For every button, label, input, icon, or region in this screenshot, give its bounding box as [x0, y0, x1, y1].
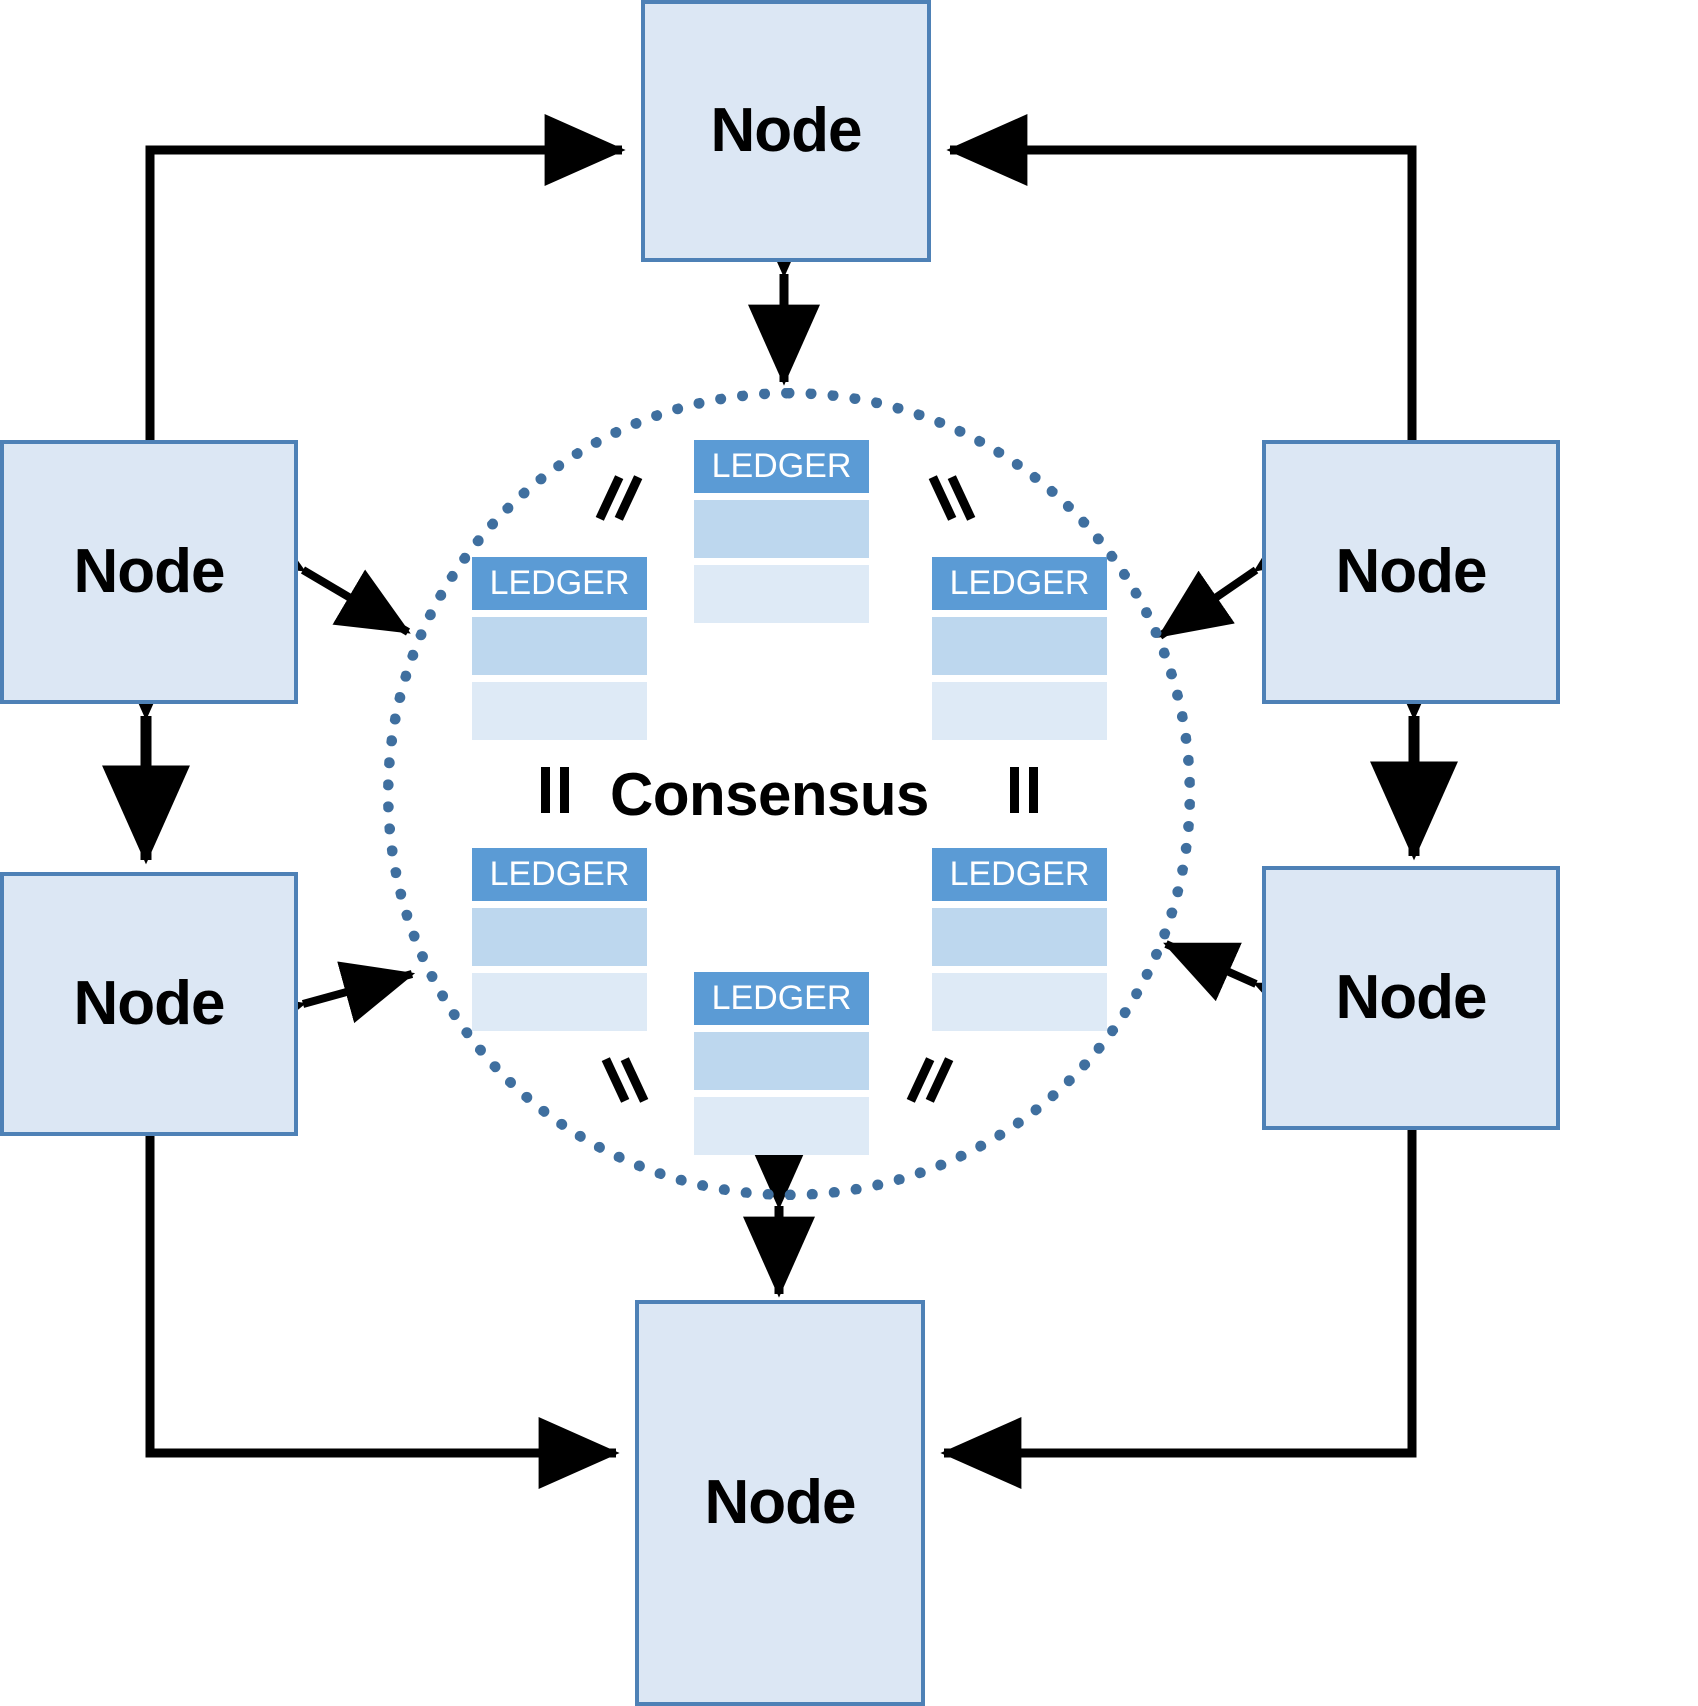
ledger-row [932, 617, 1107, 675]
ledger-card-upper-right[interactable]: LEDGER [932, 557, 1107, 740]
node-right-upper[interactable]: Node [1262, 440, 1560, 704]
node-bottom[interactable]: Node [635, 1300, 925, 1706]
equals-mark-top-left [595, 475, 643, 521]
node-left-upper[interactable]: Node [0, 440, 298, 704]
arrow-leftupper-to-top [145, 114, 626, 440]
node-label: Node [73, 537, 226, 606]
consensus-label: Consensus [610, 761, 929, 828]
ledger-header: LEDGER [932, 848, 1107, 901]
arrow-rightlower-to-consensus [1163, 940, 1332, 1042]
ledger-card-top[interactable]: LEDGER [694, 440, 869, 623]
ledger-header: LEDGER [932, 557, 1107, 610]
ledger-header: LEDGER [472, 848, 647, 901]
equals-mark-bottom-right [906, 1057, 954, 1103]
ledger-row [694, 565, 869, 623]
node-top[interactable]: Node [641, 0, 931, 262]
node-label: Node [73, 969, 226, 1038]
ledger-row [472, 617, 647, 675]
ledger-card-bottom[interactable]: LEDGER [694, 972, 869, 1155]
consensus-circle [383, 388, 1195, 1200]
equals-mark-mid-left [533, 767, 577, 813]
node-label: Node [1335, 537, 1488, 606]
ledger-row [472, 973, 647, 1031]
ledger-card-lower-right[interactable]: LEDGER [932, 848, 1107, 1031]
equals-mark-mid-right [1002, 767, 1046, 813]
node-label: Node [710, 96, 863, 165]
arrow-leftlower-to-bottom [145, 1136, 620, 1489]
arrow-leftupper-to-consensus [227, 507, 411, 636]
ledger-card-upper-left[interactable]: LEDGER [472, 557, 647, 740]
ledger-card-lower-left[interactable]: LEDGER [472, 848, 647, 1031]
ledger-row [932, 908, 1107, 966]
ledger-row [472, 908, 647, 966]
arrow-rightupper-to-consensus [1157, 504, 1331, 640]
ledger-header: LEDGER [694, 972, 869, 1025]
ledger-row [932, 682, 1107, 740]
ledger-row [694, 1032, 869, 1090]
ledger-row [694, 1097, 869, 1155]
equals-mark-bottom-left [601, 1057, 649, 1103]
node-label: Node [1335, 963, 1488, 1032]
ledger-row [472, 682, 647, 740]
arrow-leftlower-to-consensus [228, 961, 416, 1054]
node-right-lower[interactable]: Node [1262, 866, 1560, 1130]
ledger-row [694, 500, 869, 558]
arrow-rightupper-to-top [946, 114, 1417, 440]
ledger-row [932, 973, 1107, 1031]
equals-mark-top-right [928, 475, 976, 521]
node-left-lower[interactable]: Node [0, 872, 298, 1136]
node-label: Node [704, 1468, 857, 1537]
ledger-header: LEDGER [694, 440, 869, 493]
ledger-header: LEDGER [472, 557, 647, 610]
arrow-rightlower-to-bottom [940, 1130, 1417, 1489]
